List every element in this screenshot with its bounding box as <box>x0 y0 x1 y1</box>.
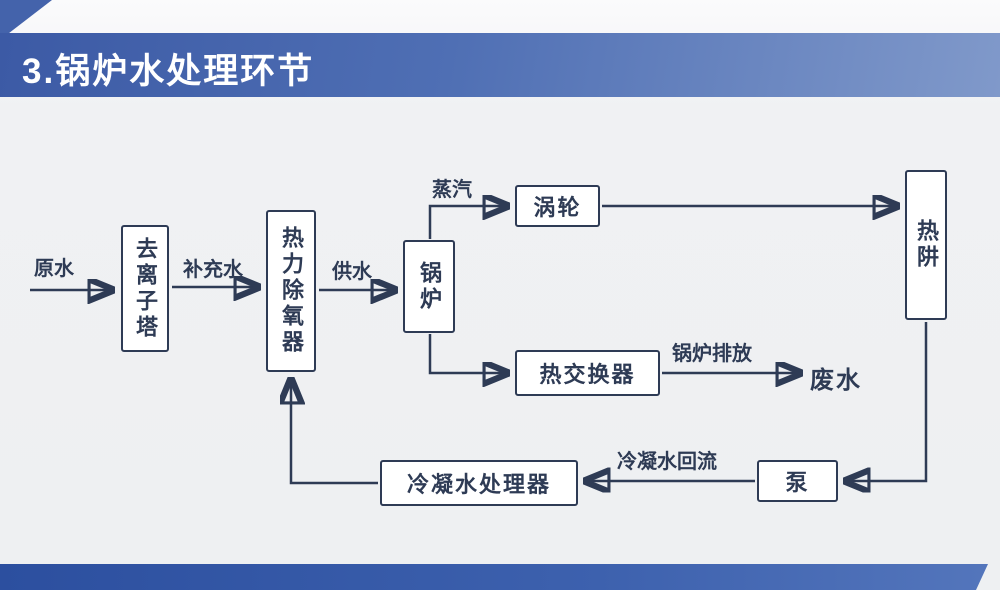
node-deionizer: 去离子塔 <box>121 225 169 352</box>
label-condensate-return: 冷凝水回流 <box>617 451 717 473</box>
page-title: 3.锅炉水处理环节 <box>22 52 315 91</box>
title-banner: 3.锅炉水处理环节 <box>0 33 1000 97</box>
label-boiler-blowdown: 锅炉排放 <box>672 343 752 365</box>
label-steam: 蒸汽 <box>432 179 472 201</box>
node-pump: 泵 <box>757 460 838 502</box>
node-turbine: 涡轮 <box>515 185 600 227</box>
arrow-heatsink-to-pump <box>848 322 928 481</box>
label-raw-water: 原水 <box>34 258 74 280</box>
arrow-boiler-to-exchanger <box>428 334 505 373</box>
label-makeup-water: 补充水 <box>183 259 243 281</box>
arrow-processor-to-deaerator <box>291 382 378 485</box>
node-heat-sink: 热阱 <box>905 170 947 320</box>
node-condensate-processor: 冷凝水处理器 <box>380 460 578 506</box>
node-deaerator: 热力除氧器 <box>266 210 316 372</box>
footer-accent-bar <box>0 564 988 590</box>
label-waste-water: 废水 <box>810 367 862 394</box>
arrow-steam <box>428 206 505 239</box>
label-feed-water: 供水 <box>332 261 372 283</box>
node-heat-exchanger: 热交换器 <box>515 350 660 396</box>
node-boiler: 锅炉 <box>403 240 455 333</box>
